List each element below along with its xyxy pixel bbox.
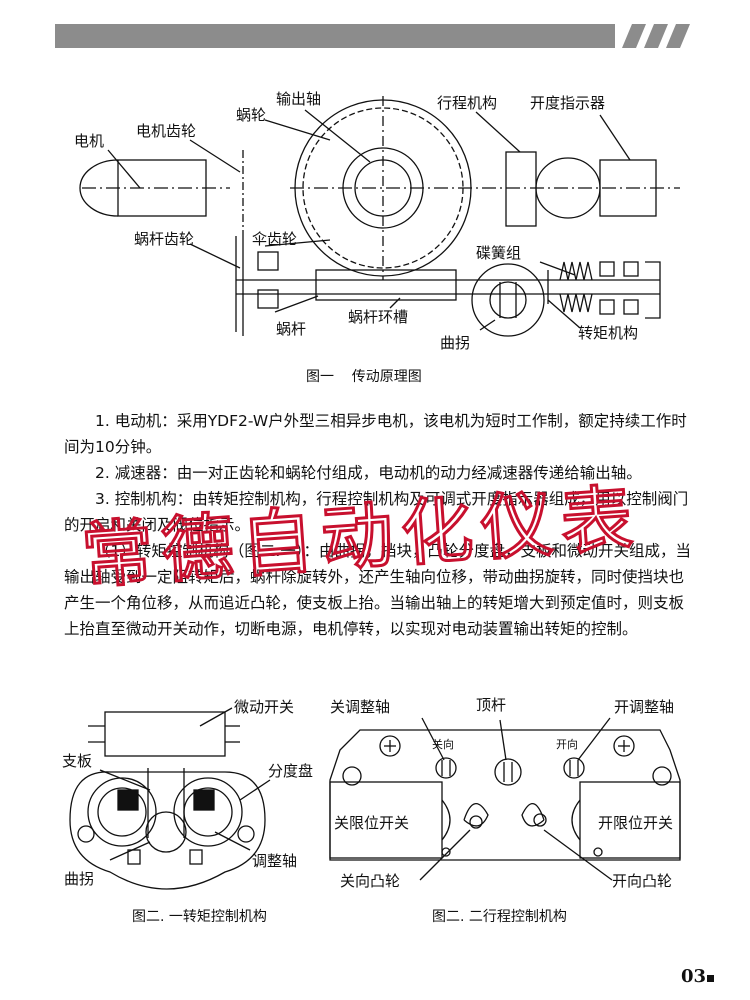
paragraph-motor: 1. 电动机：采用YDF2-W户外型三相异步电机，该电机为短时工作制，额定持续工…: [64, 412, 687, 456]
figure1-caption: 图一 传动原理图: [306, 369, 422, 385]
label-close-limit-switch: 关限位开关: [334, 814, 409, 832]
label-close-adjust-shaft: 关调整轴: [330, 698, 390, 716]
label-micro-switch: 微动开关: [234, 698, 294, 716]
figure2b-caption: 图二. 二行程控制机构: [432, 909, 567, 925]
label-support-plate: 支板: [62, 752, 92, 770]
label-push-rod: 顶杆: [476, 696, 506, 714]
label-worm-gear: 蜗杆齿轮: [134, 230, 194, 248]
label-crank-2a: 曲拐: [64, 870, 94, 888]
page-number-text: 03: [680, 966, 706, 987]
header-stripes: [622, 24, 690, 48]
label-travel-mechanism: 行程机构: [437, 94, 497, 112]
label-bevel-gear: 伞齿轮: [252, 230, 297, 248]
label-motor: 电机: [74, 132, 104, 150]
label-open-cam: 开向凸轮: [612, 872, 672, 890]
label-close-direction: 关向: [432, 737, 454, 751]
label-worm-wheel: 蜗轮: [236, 106, 266, 124]
label-opening-indicator: 开度指示器: [530, 94, 605, 112]
figure1-transmission-diagram: 电机 电机齿轮 蜗轮 输出轴 行程机构 开度指示器 蜗杆齿轮 伞齿轮 碟簧组 蜗…: [74, 90, 680, 352]
label-open-direction: 开向: [556, 737, 578, 751]
label-index-dial: 分度盘: [268, 762, 313, 780]
label-worm-ring-groove: 蜗杆环槽: [348, 308, 408, 326]
label-motor-gear: 电机齿轮: [136, 122, 196, 140]
label-open-limit-switch: 开限位开关: [598, 814, 673, 832]
figure2a-caption: 图二. 一转矩控制机构: [132, 909, 267, 925]
header-band: [55, 24, 615, 48]
paragraph-control: 3. 控制机构：由转矩控制机构，行程控制机构及可调式开度指示器组成，用以控制阀门…: [64, 490, 689, 534]
paragraph-torque-control: （1）转矩控制机构（图二.一）：由曲拐，挡块，凸轮分度盘，支板和微动开关组成，当…: [64, 542, 692, 638]
label-close-cam: 关向凸轮: [340, 872, 400, 890]
label-worm: 蜗杆: [276, 320, 306, 338]
label-open-adjust-shaft: 开调整轴: [614, 698, 674, 716]
label-adjust-shaft: 调整轴: [252, 852, 297, 870]
paragraph-reducer: 2. 减速器：由一对正齿轮和蜗轮付组成，电动机的动力经减速器传递给输出轴。: [95, 464, 642, 482]
label-output-shaft: 输出轴: [276, 90, 321, 108]
label-torque-mechanism: 转矩机构: [578, 324, 638, 342]
label-disc-spring-set: 碟簧组: [476, 244, 521, 262]
label-crank: 曲拐: [440, 334, 470, 352]
page-number: 03: [681, 966, 714, 987]
page-number-mark: [707, 975, 714, 982]
